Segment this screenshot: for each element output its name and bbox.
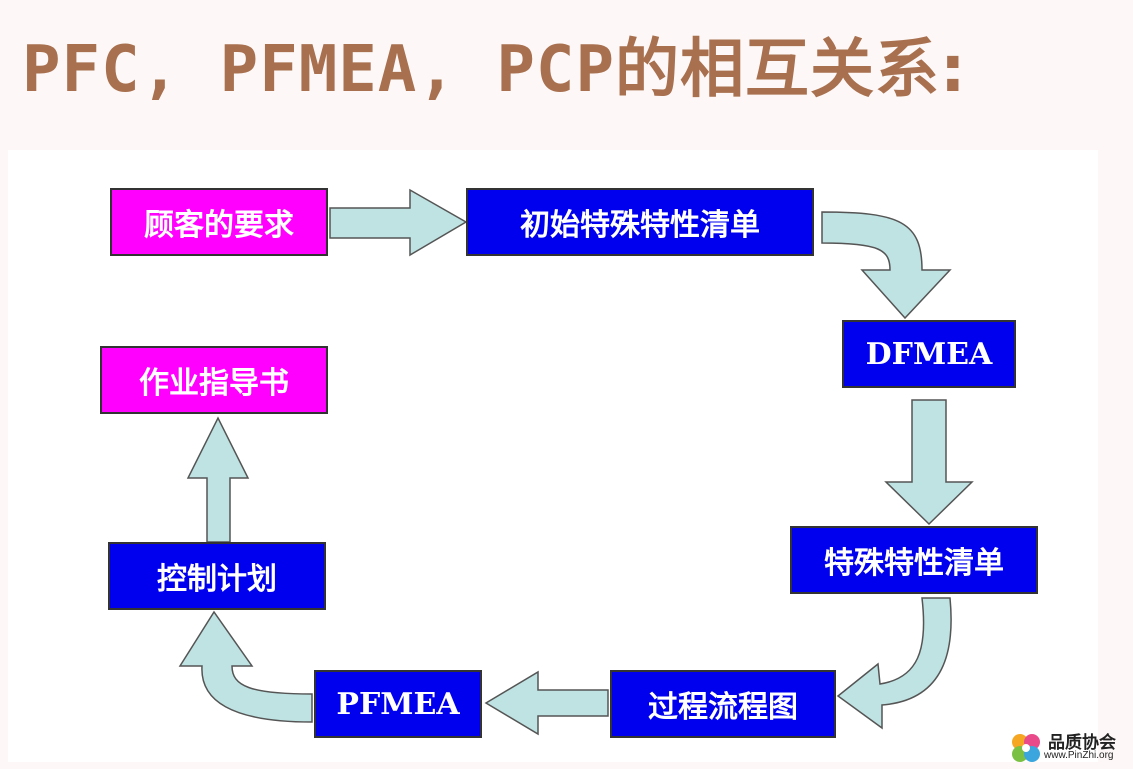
node-initial-special-characteristics: 初始特殊特性清单: [466, 188, 814, 256]
node-special-characteristics: 特殊特性清单: [790, 526, 1038, 594]
node-label: 初始特殊特性清单: [520, 208, 760, 243]
node-label: PFMEA: [336, 686, 460, 722]
logo-name: 品质协会: [1048, 733, 1116, 753]
arrow-dfmea-to-sc: [884, 399, 974, 526]
site-logo: 品质协会 www.PinZhi.org: [1008, 728, 1132, 768]
node-process-flow-chart: 过程流程图: [610, 670, 836, 738]
node-label: 顾客的要求: [144, 208, 294, 243]
page-title: PFC, PFMEA, PCP的相互关系:: [22, 18, 967, 110]
node-customer-requirements: 顾客的要求: [110, 188, 328, 256]
node-pfmea: PFMEA: [314, 670, 482, 738]
node-control-plan: 控制计划: [108, 542, 326, 610]
node-label: 特殊特性清单: [824, 546, 1004, 581]
flower-logo-icon: [1012, 734, 1040, 762]
logo-url: www.PinZhi.org: [1044, 750, 1114, 761]
title-latin: PFC, PFMEA, PCP: [22, 33, 615, 107]
node-label: 过程流程图: [648, 690, 798, 725]
node-label: 控制计划: [157, 562, 277, 597]
arrow-flow-to-pfmea: [484, 670, 609, 736]
title-cjk: 的相互关系:: [614, 33, 967, 107]
arrow-sc-to-flow: [836, 597, 952, 730]
node-label: DFMEA: [865, 336, 993, 372]
node-dfmea: DFMEA: [842, 320, 1016, 388]
arrow-customer-to-initial: [329, 188, 468, 257]
node-work-instruction: 作业指导书: [100, 346, 328, 414]
arrow-initial-to-dfmea: [821, 211, 952, 320]
arrow-control-to-work: [186, 416, 250, 543]
node-label: 作业指导书: [139, 366, 289, 401]
arrow-pfmea-to-control: [178, 610, 313, 723]
